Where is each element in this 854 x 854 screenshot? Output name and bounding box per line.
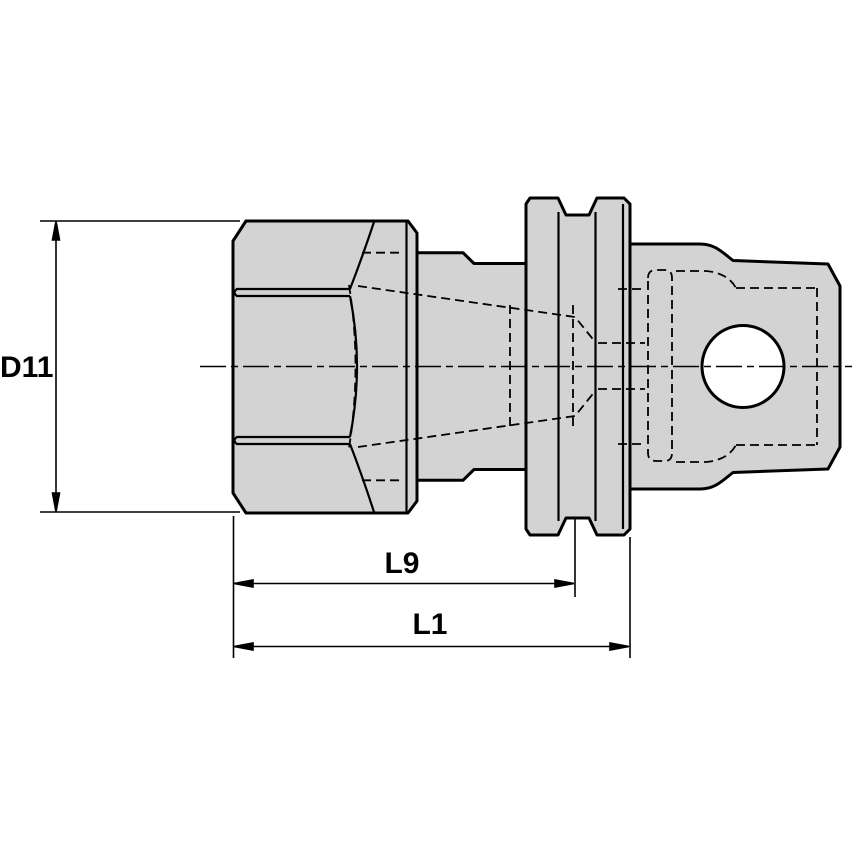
neck-profile-bottom (417, 468, 526, 482)
flange-outline (524, 196, 632, 537)
hidden-bore-shoulder-top (676, 270, 737, 289)
dimension-d11 (40, 220, 240, 513)
neck-profile-top (417, 251, 526, 265)
l9-arrow-left (233, 579, 254, 588)
hidden-taper-top (357, 285, 597, 344)
l9-label: L9 (384, 547, 419, 580)
d11-arrow-down (51, 492, 61, 513)
l1-label: L1 (412, 608, 447, 641)
hidden-taper-bottom (357, 389, 597, 448)
l9-arrow-right (554, 579, 575, 588)
nut-facet-lines (233, 221, 376, 513)
d11-label: D11 (0, 351, 53, 384)
l1-arrow-right (609, 642, 630, 651)
d11-arrow-up (51, 220, 61, 241)
hidden-bore-shoulder-bottom (676, 444, 737, 463)
l1-arrow-left (233, 642, 254, 651)
collet-nut-outline (231, 219, 419, 515)
dimension-l1 (233, 537, 631, 658)
dimension-l9 (232, 516, 576, 658)
